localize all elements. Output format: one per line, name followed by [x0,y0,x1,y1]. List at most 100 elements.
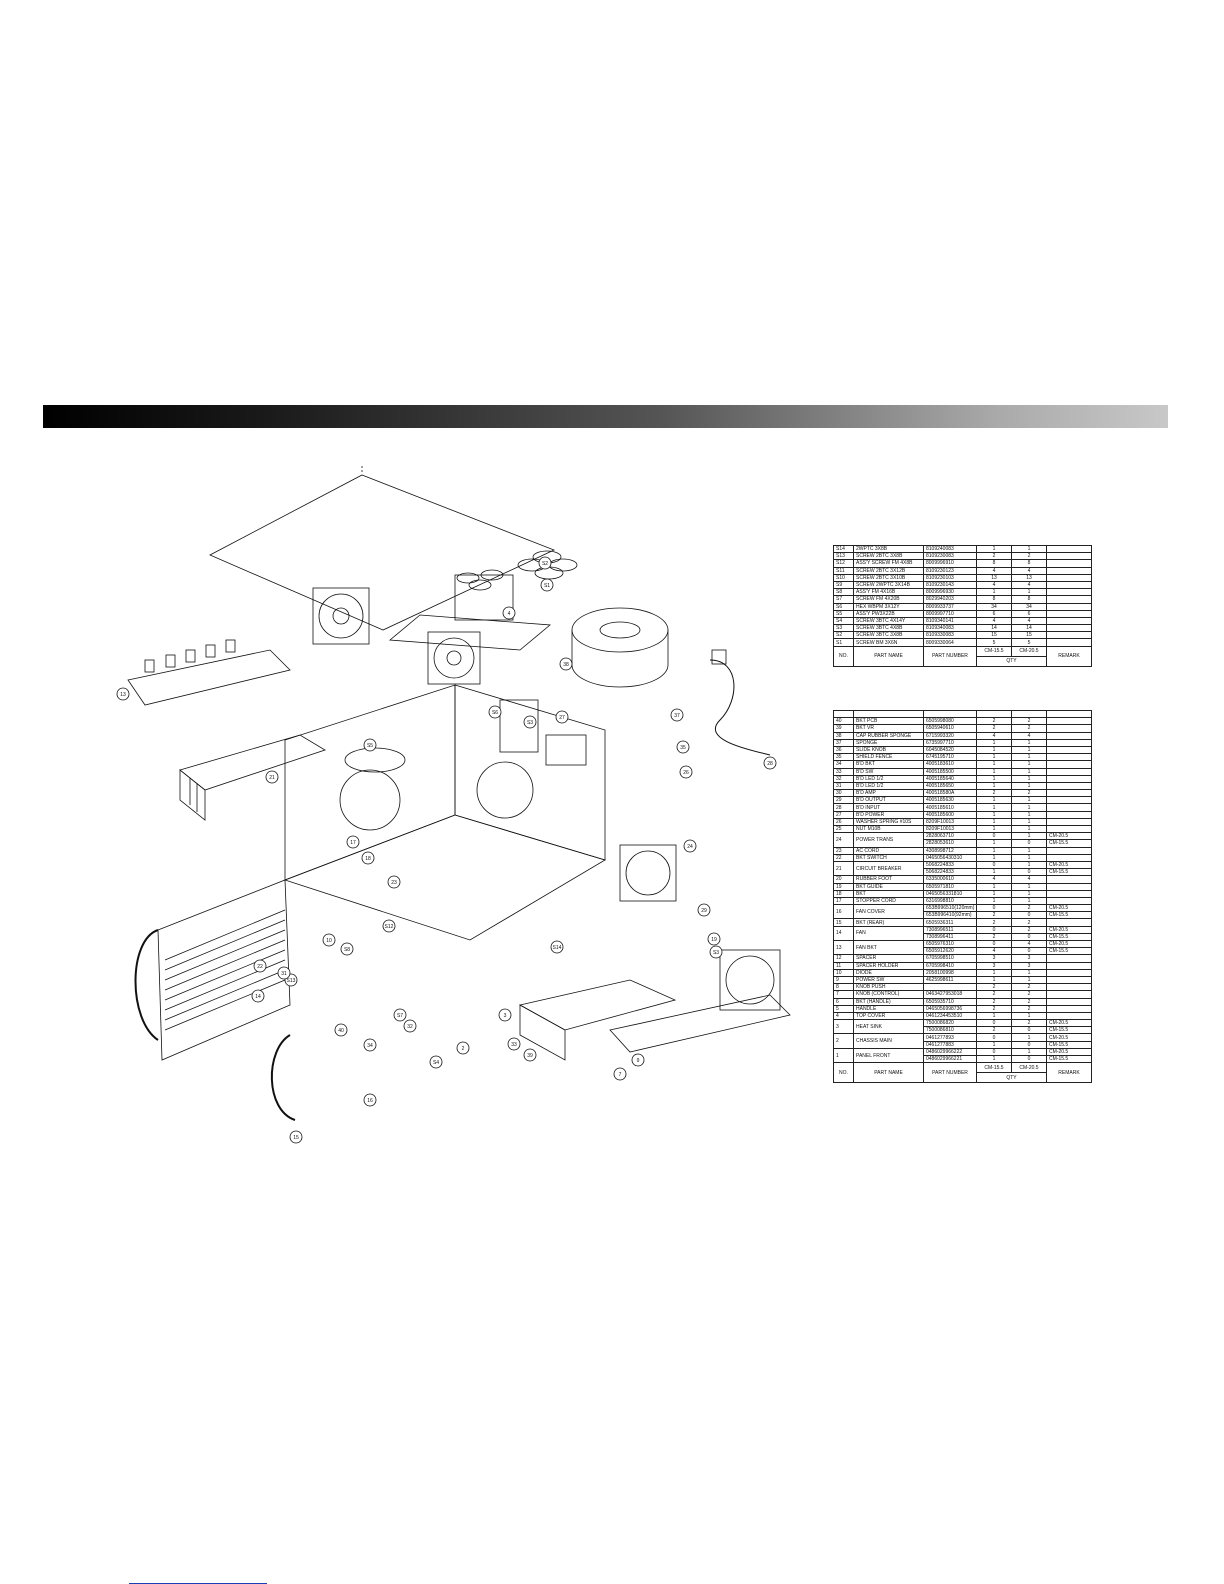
row-no: S9 [833,580,854,590]
row-qty-cm20: 15 [1011,631,1047,640]
blank-cell [1011,709,1047,719]
header-part-number: PART NUMBER [923,645,977,667]
row-part-name: CAP RUBBER SPONGE [853,731,924,740]
blank-cell [833,709,854,719]
row-no: 13 [833,939,854,956]
row-part-name: CHASSIS MAIN [853,1033,924,1049]
row-part-name: AC CORD [853,846,924,855]
row-remark [1046,796,1092,805]
callout-label: S4 [433,1060,439,1066]
row-qty-cm20: 0 [1011,868,1047,877]
row-qty-cm20: 13 [1011,573,1047,582]
row-qty-cm15: 0 [976,1019,1012,1028]
callout-label: 4 [508,611,511,617]
row-no: 23 [833,846,854,855]
row-part-number: 6505912620 [923,947,977,956]
row-part-name: SCREW FM 4X20B [853,595,924,604]
table-blank-row [833,709,1092,719]
row-part-name: HEAT SINK [853,1019,924,1035]
row-qty-cm20: 0 [1011,1040,1047,1049]
callout-label: 21 [269,775,275,781]
row-no: 15 [833,918,854,927]
row-qty-cm20: 0 [1011,1054,1047,1064]
row-no: S11 [833,566,854,575]
row-remark [1046,961,1092,970]
fan-right [619,844,677,902]
row-no: 24 [833,832,854,848]
header-qty-cm20: CM-20.5 [1011,1062,1047,1074]
row-part-number: 6735997710 [923,738,977,747]
row-part-number: 0465056331810 [923,889,977,898]
blank-cell [976,709,1012,719]
row-part-number: 4005183610 [923,760,977,769]
row-part-number: 8009330064 [923,638,977,647]
row-qty-cm20: 3 [1011,954,1047,963]
row-qty-cm20: 8 [1011,595,1047,604]
row-part-number: 8109230103 [923,573,977,582]
row-part-number: 7308996411 [923,932,977,942]
row-part-number: 400518580A [923,789,977,798]
top-cover [209,474,556,631]
row-remark [1046,803,1092,812]
row-part-number: 0465056430310 [923,853,977,862]
callout-label: 13 [120,692,126,698]
row-qty-cm15: 1 [976,824,1012,834]
row-part-number: 0486029966222 [923,1047,977,1057]
row-part-name: SCREW 2BTC 3X8B [853,552,924,561]
callout-label: S6 [492,710,498,716]
header-no: NO. [833,1062,854,1084]
row-qty-cm15: 1 [976,889,1012,898]
callout-label: 29 [701,908,707,914]
callout-label: S1 [544,583,550,589]
row-part-name: ASS'Y PW3X22B [853,609,924,618]
row-qty-cm15: 3 [976,954,1012,963]
row-qty-cm15: 2 [976,717,1012,726]
callout-label: S14 [553,945,562,951]
row-no: 35 [833,753,854,762]
row-qty-cm15: 2 [976,997,1012,1006]
row-remark [1046,738,1092,747]
row-qty-cm15: 1 [976,1040,1012,1049]
row-remark [1046,638,1092,647]
ac-cord [709,659,771,756]
row-part-number: 6505976310 [923,939,977,949]
row-part-name: CIRCUIT BREAKER [853,860,924,877]
blank-cell [853,709,924,719]
row-qty-cm20: 14 [1011,624,1047,633]
row-no: 39 [833,724,854,733]
row-no: 38 [833,731,854,740]
row-qty-cm15: 1 [976,1054,1012,1064]
row-remark: CM-20.5 [1046,1033,1092,1042]
parts-table-header-qty-row: QTY [834,1072,1092,1084]
row-qty-cm15: 2 [976,1004,1012,1013]
row-qty-cm20: 1 [1011,968,1047,977]
callout-label: S5 [367,743,373,749]
row-qty-cm15: 2 [976,789,1012,798]
row-remark [1046,968,1092,977]
row-remark: CM-20.5 [1046,1019,1092,1028]
row-remark: CM-15.5 [1046,932,1092,942]
row-no: 3 [833,1019,854,1035]
row-remark: CM-15.5 [1046,947,1092,956]
row-no: 18 [833,889,854,898]
amp-board-left [127,649,291,706]
row-no: 31 [833,781,854,791]
row-part-name: ASS'Y SCREW FM 4X8B [853,559,924,568]
callout-label: S13 [287,978,296,984]
callout-label: 34 [367,1043,373,1049]
row-qty-cm20: 1 [1011,738,1047,747]
row-no: 2 [833,1033,854,1049]
